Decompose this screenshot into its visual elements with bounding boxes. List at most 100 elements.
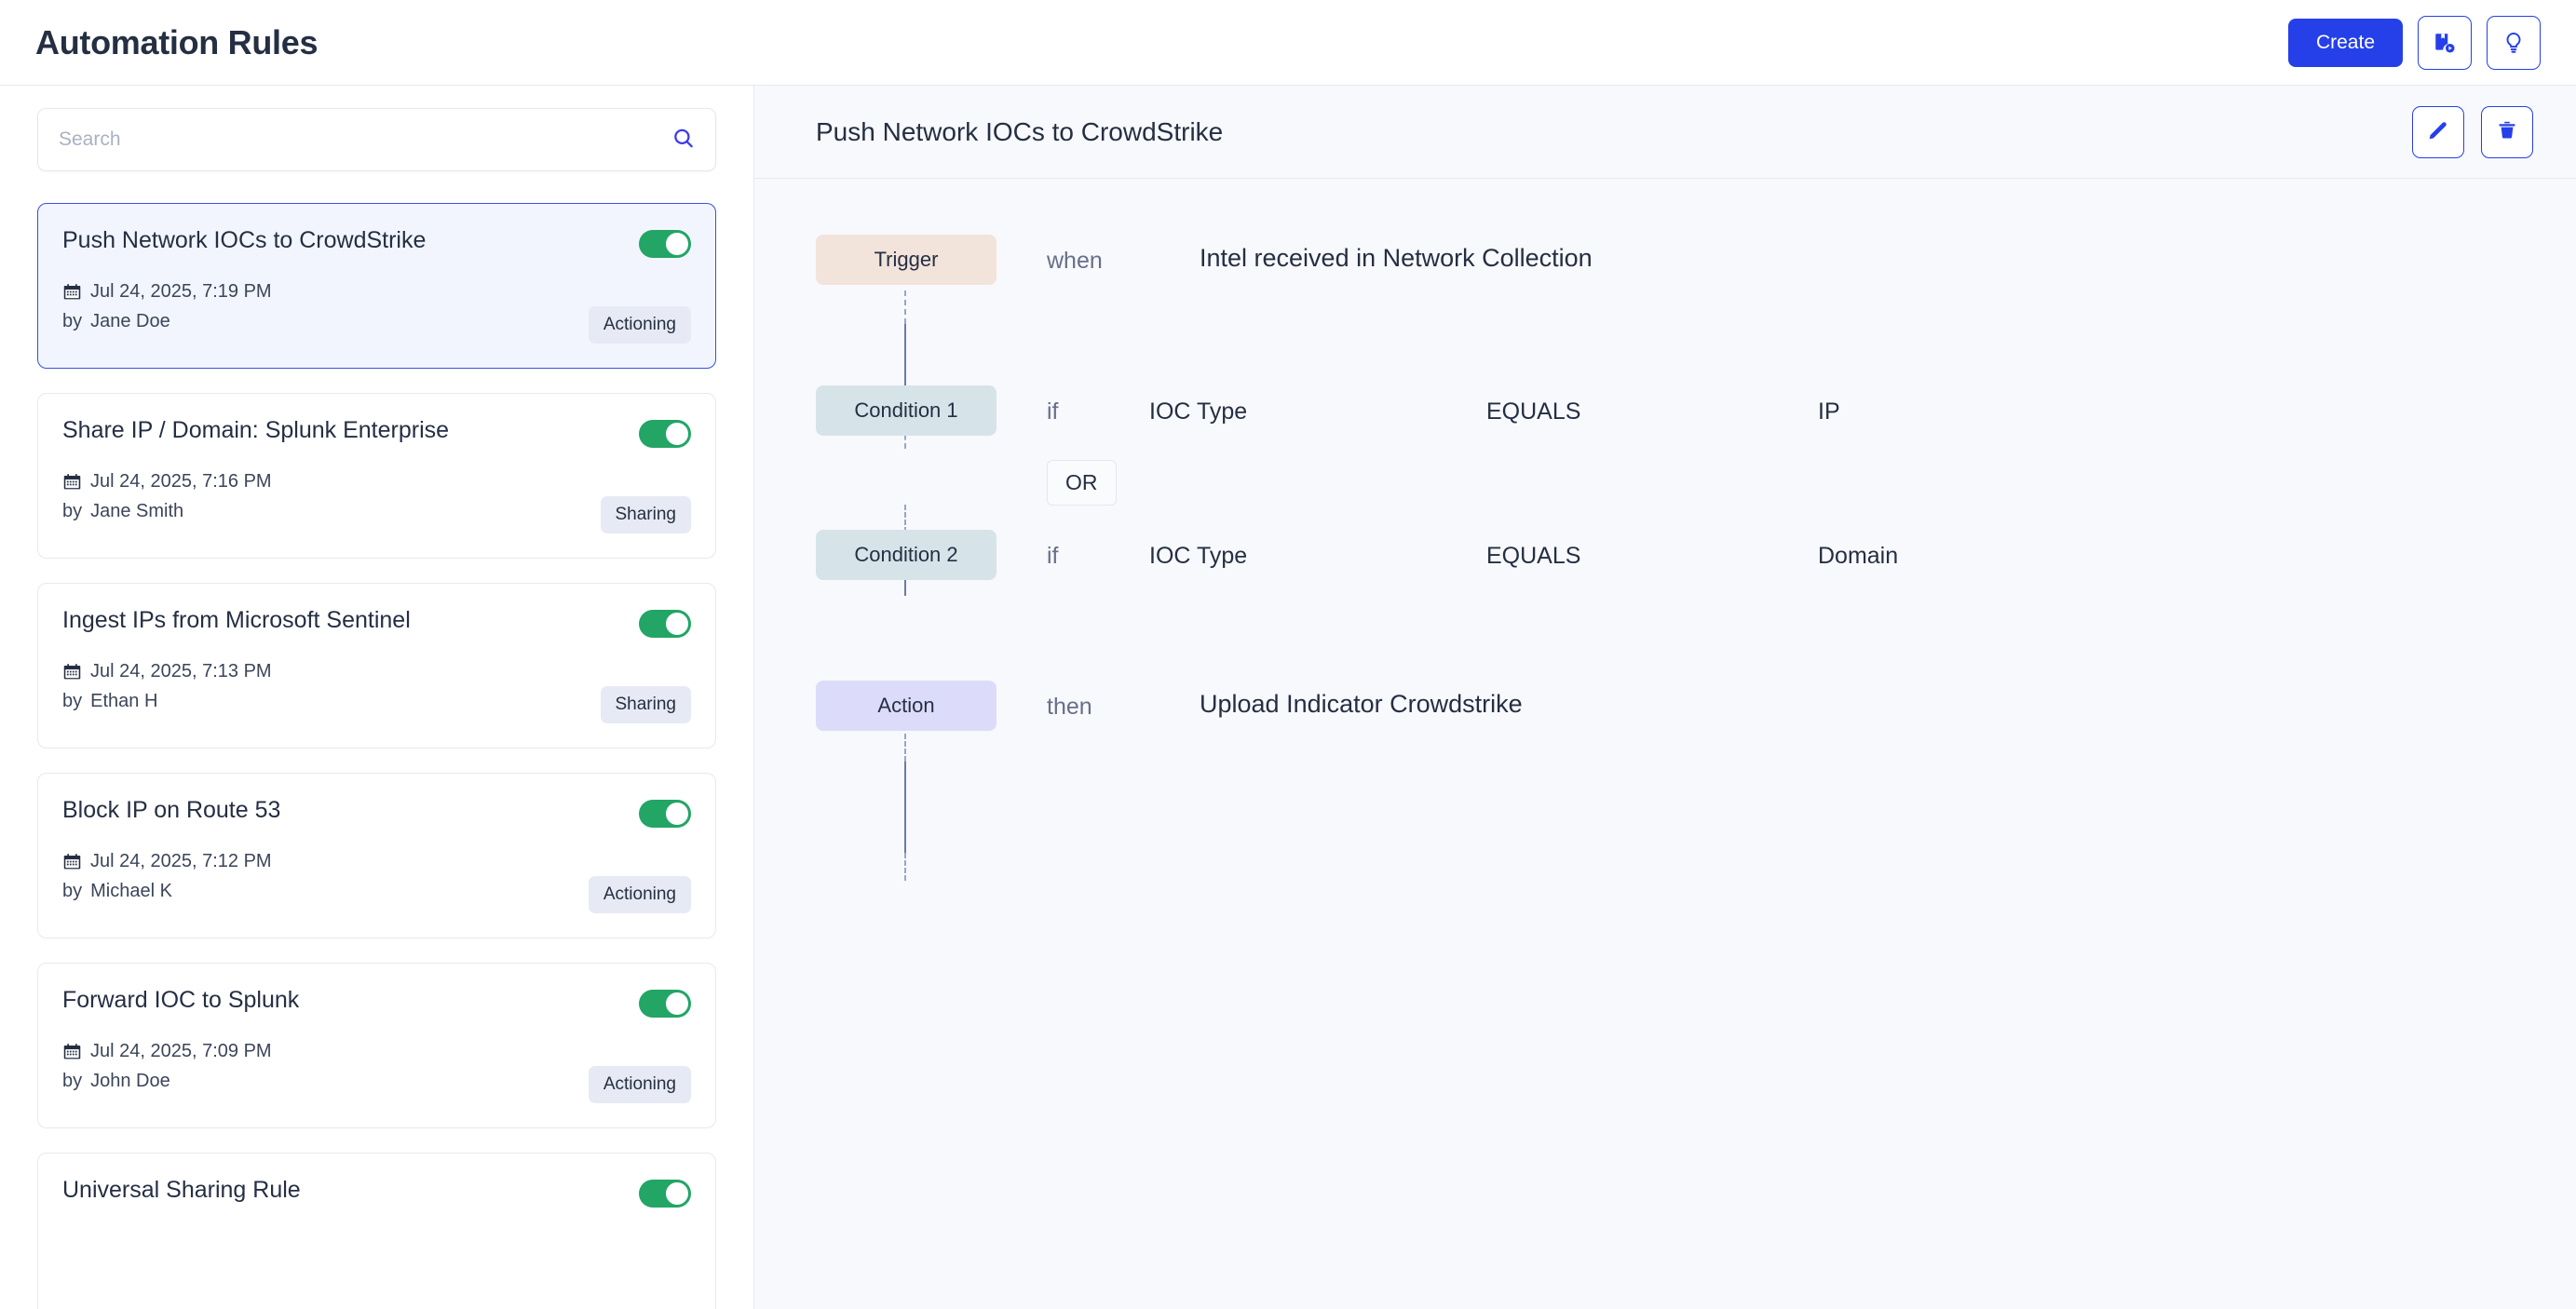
condition-2-badge[interactable]: Condition 2: [816, 530, 997, 580]
connector-trigger-to-condition1: [904, 290, 906, 324]
rule-enabled-toggle[interactable]: [639, 610, 691, 638]
edit-rule-button[interactable]: [2412, 105, 2464, 158]
connector-trigger-solid: [904, 324, 906, 417]
rule-enabled-toggle[interactable]: [639, 420, 691, 448]
rule-date-line: Jul 24, 2025, 7:09 PM: [62, 1036, 691, 1066]
detail-title: Push Network IOCs to CrowdStrike: [816, 116, 1224, 146]
rule-date: Jul 24, 2025, 7:16 PM: [90, 471, 272, 492]
rule-author: Ethan H: [90, 691, 158, 711]
flow-row-trigger: Trigger when Intel received in Network C…: [816, 235, 2576, 285]
action-badge[interactable]: Action: [816, 681, 997, 731]
connector-c2-to-action-solid: [904, 762, 906, 853]
rule-card[interactable]: Universal Sharing Rule: [37, 1153, 716, 1309]
condition-1-operator: EQUALS: [1486, 398, 1581, 425]
toggle-knob: [666, 992, 688, 1015]
rule-flow: Trigger when Intel received in Network C…: [754, 179, 2576, 1309]
condition-2-keyword: if: [1047, 543, 1059, 569]
rule-date: Jul 24, 2025, 7:09 PM: [90, 1041, 272, 1061]
rule-date-line: Jul 24, 2025, 7:19 PM: [62, 277, 691, 306]
rule-card[interactable]: Block IP on Route 53 Jul 24, 2025, 7:12 P…: [37, 773, 716, 938]
search-input[interactable]: [37, 108, 716, 171]
top-bar-actions: Create: [2287, 15, 2541, 70]
calendar-icon: [62, 472, 82, 492]
rule-card-header: Push Network IOCs to CrowdStrike: [62, 226, 691, 258]
rule-name: Forward IOC to Splunk: [62, 987, 300, 1013]
toggle-knob: [666, 1182, 688, 1205]
trigger-keyword: when: [1047, 248, 1103, 274]
action-keyword: then: [1047, 694, 1092, 720]
status-badge: Sharing: [600, 686, 691, 723]
rule-author-prefix: by: [62, 501, 83, 521]
rule-enabled-toggle[interactable]: [639, 1180, 691, 1208]
action-badge-col: Action: [816, 681, 1047, 731]
rule-enabled-toggle[interactable]: [639, 230, 691, 258]
status-badge: Actioning: [588, 876, 691, 913]
rule-detail-panel: Push Network IOCs to CrowdStrike: [754, 86, 2576, 1309]
video-guide-button[interactable]: [2418, 15, 2472, 70]
toggle-knob: [666, 803, 688, 825]
connector-c2-to-action-bottom: [904, 853, 906, 881]
rule-author: John Doe: [90, 1071, 170, 1091]
rule-meta: Jul 24, 2025, 7:09 PM by John Doe: [62, 1036, 691, 1096]
connector-c1-to-c2-top: [904, 505, 906, 533]
calendar-icon: [62, 282, 82, 302]
condition-1-badge[interactable]: Condition 1: [816, 385, 997, 436]
rule-date: Jul 24, 2025, 7:13 PM: [90, 661, 272, 681]
flow-row-joiner: OR: [816, 460, 2576, 506]
condition-2-value: Domain: [1818, 543, 1899, 569]
rule-author-line: by John Doe: [62, 1066, 691, 1096]
status-badge: Sharing: [600, 496, 691, 533]
status-badge: Actioning: [588, 1066, 691, 1103]
rule-date-line: Jul 24, 2025, 7:16 PM: [62, 466, 691, 496]
rule-name: Ingest IPs from Microsoft Sentinel: [62, 607, 411, 633]
trigger-badge-col: Trigger: [816, 235, 1047, 285]
calendar-icon: [62, 1042, 82, 1061]
create-button[interactable]: Create: [2287, 18, 2403, 67]
condition-2-field: IOC Type: [1149, 543, 1248, 569]
rule-card-header: Share IP / Domain: Splunk Enterprise: [62, 416, 691, 448]
search-button[interactable]: [668, 123, 699, 157]
rule-card-header: Block IP on Route 53: [62, 796, 691, 828]
rule-date: Jul 24, 2025, 7:19 PM: [90, 281, 272, 302]
rule-meta: Jul 24, 2025, 7:16 PM by Jane Smith: [62, 466, 691, 526]
condition-1-badge-col: Condition 1: [816, 385, 1047, 436]
rule-card-header: Forward IOC to Splunk: [62, 986, 691, 1018]
rule-author-prefix: by: [62, 881, 83, 901]
rule-name: Universal Sharing Rule: [62, 1177, 301, 1203]
condition-joiner-chip[interactable]: OR: [1047, 460, 1117, 506]
rule-enabled-toggle[interactable]: [639, 800, 691, 828]
rule-author-prefix: by: [62, 691, 83, 711]
flow-row-condition-1: Condition 1 if IOC Type EQUALS IP: [816, 385, 2576, 436]
trash-icon: [2496, 119, 2518, 144]
trigger-description: Intel received in Network Collection: [1200, 244, 1593, 272]
rule-date: Jul 24, 2025, 7:12 PM: [90, 851, 272, 871]
action-description: Upload Indicator Crowdstrike: [1200, 690, 1523, 718]
joiner-spacer: [816, 460, 1047, 506]
rule-author: Jane Smith: [90, 501, 184, 521]
rule-author: Jane Doe: [90, 311, 170, 331]
toggle-knob: [666, 233, 688, 255]
tips-button[interactable]: [2487, 15, 2541, 70]
pencil-icon: [2427, 119, 2449, 144]
rule-author-prefix: by: [62, 1071, 83, 1091]
flow-row-action: Action then Upload Indicator Crowdstrike: [816, 681, 2576, 731]
flow-diagram: Trigger when Intel received in Network C…: [816, 235, 2576, 881]
trigger-badge[interactable]: Trigger: [816, 235, 997, 285]
lightbulb-icon: [2501, 31, 2526, 55]
calendar-icon: [62, 662, 82, 681]
delete-rule-button[interactable]: [2481, 105, 2533, 158]
rule-date-line: Jul 24, 2025, 7:13 PM: [62, 656, 691, 686]
condition-2-badge-col: Condition 2: [816, 530, 1047, 580]
condition-1-keyword: if: [1047, 398, 1059, 425]
rule-enabled-toggle[interactable]: [639, 990, 691, 1018]
